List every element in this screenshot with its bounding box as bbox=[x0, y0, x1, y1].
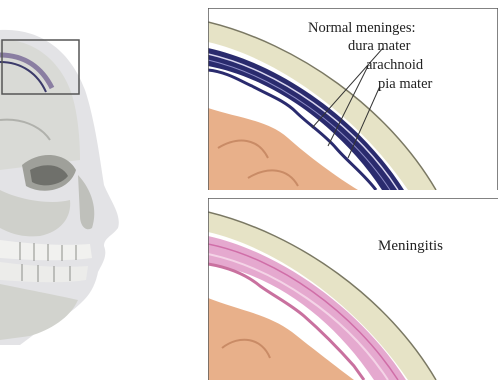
arachnoid-label: arachnoid bbox=[366, 57, 423, 74]
normal-meninges-panel: Normal meninges: dura mater arachnoid pi… bbox=[208, 8, 498, 190]
meningitis-title: Meningitis bbox=[378, 238, 443, 255]
pia-mater-label: pia mater bbox=[378, 76, 432, 93]
skull-head-illustration bbox=[0, 0, 200, 380]
meningitis-panel: Meningitis bbox=[208, 198, 498, 380]
dura-mater-label: dura mater bbox=[348, 38, 410, 55]
normal-meninges-title: Normal meninges: bbox=[308, 20, 416, 37]
